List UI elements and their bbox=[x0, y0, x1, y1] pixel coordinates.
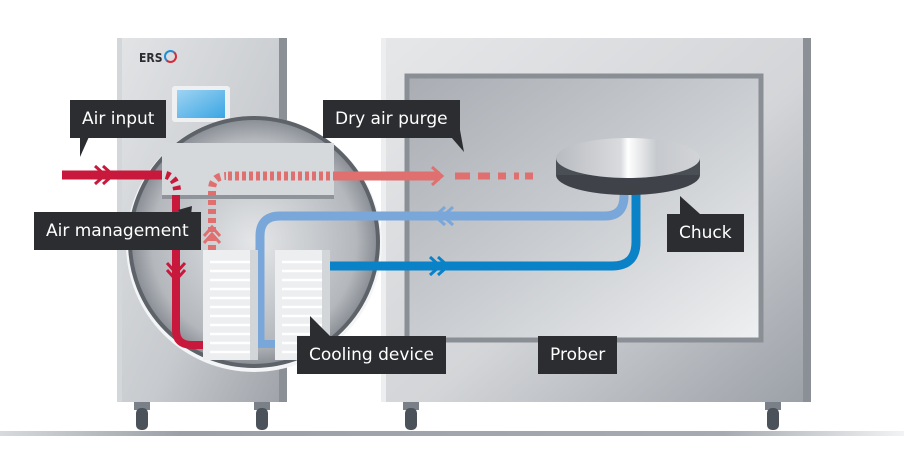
label-prober: Prober bbox=[538, 336, 618, 374]
chuck bbox=[556, 138, 700, 195]
air-down-line bbox=[172, 195, 203, 349]
caster-wheel bbox=[254, 402, 270, 430]
label-pointer bbox=[680, 196, 700, 214]
label-air-input: Air input bbox=[70, 100, 167, 138]
label-dry-air-purge: Dry air purge bbox=[323, 100, 460, 138]
flow-arrow-icon bbox=[165, 261, 187, 276]
label-cooling-device: Cooling device bbox=[297, 336, 446, 374]
flow-arrow-icon bbox=[432, 205, 447, 227]
flow-arrow-icon bbox=[428, 255, 443, 277]
flow-arrow-icon bbox=[430, 165, 445, 187]
prober-window bbox=[404, 73, 764, 343]
label-air-management: Air management bbox=[34, 212, 201, 250]
air-management-unit bbox=[162, 143, 334, 198]
floor-line bbox=[0, 431, 904, 436]
caster-wheel bbox=[134, 402, 150, 430]
label-pointer bbox=[310, 316, 330, 336]
flow-arrow-icon bbox=[202, 224, 222, 237]
ers-logo-icon bbox=[164, 50, 178, 63]
caster-wheel bbox=[403, 402, 419, 430]
flow-arrow-icon bbox=[93, 164, 108, 186]
caster-wheel bbox=[765, 402, 781, 430]
ers-logo: ERS bbox=[139, 50, 178, 65]
supply-flow-line bbox=[320, 180, 641, 271]
label-chuck: Chuck bbox=[667, 214, 744, 252]
